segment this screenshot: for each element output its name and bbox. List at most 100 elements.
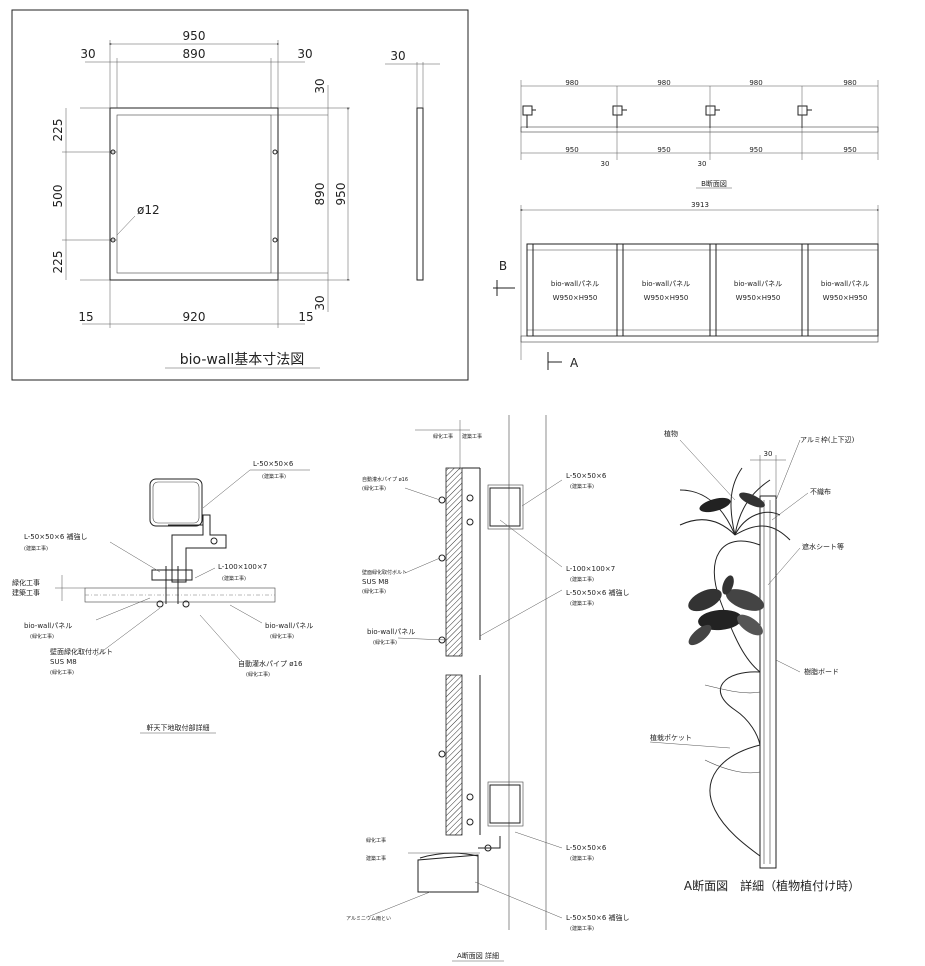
wall-elevation: 3913 bio-wallパネル W950×H950 bio-wallパネル W…: [493, 201, 880, 370]
eave-panel-right-note: (緑化工事): [270, 633, 294, 640]
planting-board: 樹脂ボード: [804, 667, 839, 676]
a-l4-note: (建築工事): [570, 855, 594, 862]
panel-3: bio-wallパネル W950×H950: [734, 280, 782, 302]
a-boundary-top-1: 緑化工事: [433, 433, 453, 440]
planting-fabric: 不織布: [810, 487, 831, 496]
eave-detail-drawing: L-50×50×6 (建築工事) L-50×50×6 補強し (建築工事) L-…: [12, 460, 313, 734]
a-l1: L-50×50×6: [566, 472, 607, 480]
rain-gutter: [417, 854, 479, 893]
b-bot-dim-2: 950: [657, 146, 670, 154]
a-boundary-bot-2: 建築工事: [366, 855, 386, 862]
eave-panel-right: bio-wallパネル: [265, 622, 313, 630]
section-b-drawing: 980 980 980 980 950 950 950 950 30 30 B断…: [520, 79, 879, 189]
a-panel: bio-wallパネル: [367, 628, 415, 636]
eave-bolt-spec: SUS M8: [50, 658, 77, 666]
a-pipe-note: (緑化工事): [362, 485, 386, 492]
panel-4-size: W950×H950: [823, 294, 868, 302]
a-bolt-spec: SUS M8: [362, 578, 389, 586]
dim-top-mid: 890: [183, 47, 206, 61]
a-l3: L-50×50×6 補強し: [566, 588, 630, 597]
panel-2-size: W950×H950: [644, 294, 689, 302]
eave-bolt-note: (緑化工事): [50, 669, 74, 676]
dim-left-a: 225: [51, 119, 65, 142]
planting-sheet: 遮水シート等: [802, 542, 844, 551]
panel-row-section: [520, 126, 879, 133]
a-l1-note: (建築工事): [570, 483, 594, 490]
eave-l-plate-note: (建築工事): [222, 575, 246, 582]
gutter-elevation: [520, 335, 879, 343]
dim-bottom-right: 15: [298, 310, 313, 324]
panel-section-upper: [445, 467, 463, 657]
planting-title: A断面図 詳細（植物植付け時）: [684, 878, 860, 893]
a-l4: L-50×50×6: [566, 844, 607, 852]
eave-pipe: 自動灌水パイプ ø16: [238, 659, 303, 668]
a-l3-note: (建築工事): [570, 600, 594, 607]
panel-3-size: W950×H950: [736, 294, 781, 302]
panel-1-size: W950×H950: [553, 294, 598, 302]
dim-left-b: 500: [51, 185, 65, 208]
section-a-title: A断面図 詳細: [457, 951, 499, 960]
b-top-dim-2: 980: [657, 79, 670, 87]
mounting-holes: [110, 149, 278, 243]
a-l2: L-100×100×7: [566, 565, 615, 573]
a-l2-note: (建築工事): [570, 576, 594, 583]
a-pipe: 自動灌水パイプ ø16: [362, 476, 408, 483]
panel-1: bio-wallパネル W950×H950: [551, 280, 599, 302]
planting-plant: 植物: [664, 429, 678, 438]
b-bot-dim-1: 950: [565, 146, 578, 154]
b-gap-2: 30: [698, 160, 707, 168]
panel-inner-outline: [116, 114, 272, 274]
dim-bottom-mid: 920: [183, 310, 206, 324]
dim-right-a: 30: [313, 78, 327, 93]
bracket-upper: [489, 487, 521, 527]
eave-l-angle-left-note: (建築工事): [24, 545, 48, 552]
a-bolt: 壁面緑化取付ボルト: [362, 569, 407, 576]
basic-dimension-drawing: 950 30 890 30 30 225 500 225 ø12 30 890 …: [11, 9, 469, 381]
panel-2: bio-wallパネル W950×H950: [642, 280, 690, 302]
dim-left-c: 225: [51, 251, 65, 274]
marker-b: B: [499, 259, 507, 273]
panel-section-lower: [445, 674, 463, 836]
eave-panel-left-note: (緑化工事): [30, 633, 54, 640]
dim-side-width: 30: [390, 49, 405, 63]
marker-a: A: [570, 356, 579, 370]
panel-4-name: bio-wallパネル: [821, 280, 869, 288]
a-gutter: アルミニウム雨とい: [346, 915, 391, 922]
basic-title: bio-wall基本寸法図: [180, 351, 304, 368]
elevation-overall: 3913: [691, 201, 709, 209]
panel-outline: [109, 107, 279, 281]
dim-right-inner: 890: [313, 183, 327, 206]
dim-right-b: 30: [313, 295, 327, 310]
plant-lower-icon: [688, 575, 765, 646]
panel-4: bio-wallパネル W950×H950: [821, 280, 869, 302]
panel-2-name: bio-wallパネル: [642, 280, 690, 288]
b-gap-1: 30: [601, 160, 610, 168]
b-top-dim-4: 980: [843, 79, 856, 87]
eave-panel-left: bio-wallパネル: [24, 622, 72, 630]
a-panel-note: (緑化工事): [373, 639, 397, 646]
eave-bolt: 壁面緑化取付ボルト: [50, 647, 113, 656]
planting-pocket: [704, 540, 761, 857]
panel-joints: [526, 244, 809, 336]
eave-boundary-1: 緑化工事: [12, 578, 40, 587]
b-top-dim-1: 980: [565, 79, 578, 87]
dim-top-overall: 950: [183, 29, 206, 43]
brackets: [522, 105, 812, 128]
plant-upper-icon: [679, 467, 791, 541]
basic-drawing-border: [11, 9, 469, 381]
panel-3-name: bio-wallパネル: [734, 280, 782, 288]
b-bot-dim-3: 950: [749, 146, 762, 154]
b-bot-dim-4: 950: [843, 146, 856, 154]
square-pipe: [149, 478, 203, 527]
elevation-panels-outline: [526, 243, 879, 337]
b-top-dim-3: 980: [749, 79, 762, 87]
panel-1-name: bio-wallパネル: [551, 280, 599, 288]
dim-right-overall: 950: [334, 183, 348, 206]
bracket-lower: [489, 784, 521, 824]
planting-dim: 30: [764, 450, 773, 458]
a-bolt-note: (緑化工事): [362, 588, 386, 595]
eave-l-plate: L-100×100×7: [218, 563, 267, 571]
planting-pocket-label: 植栽ポケット: [650, 733, 692, 742]
section-a-drawing: 緑化工事 建築工事 自動灌水パイプ ø16 (緑化工事) 壁面緑化取付ボルト S…: [346, 415, 630, 962]
